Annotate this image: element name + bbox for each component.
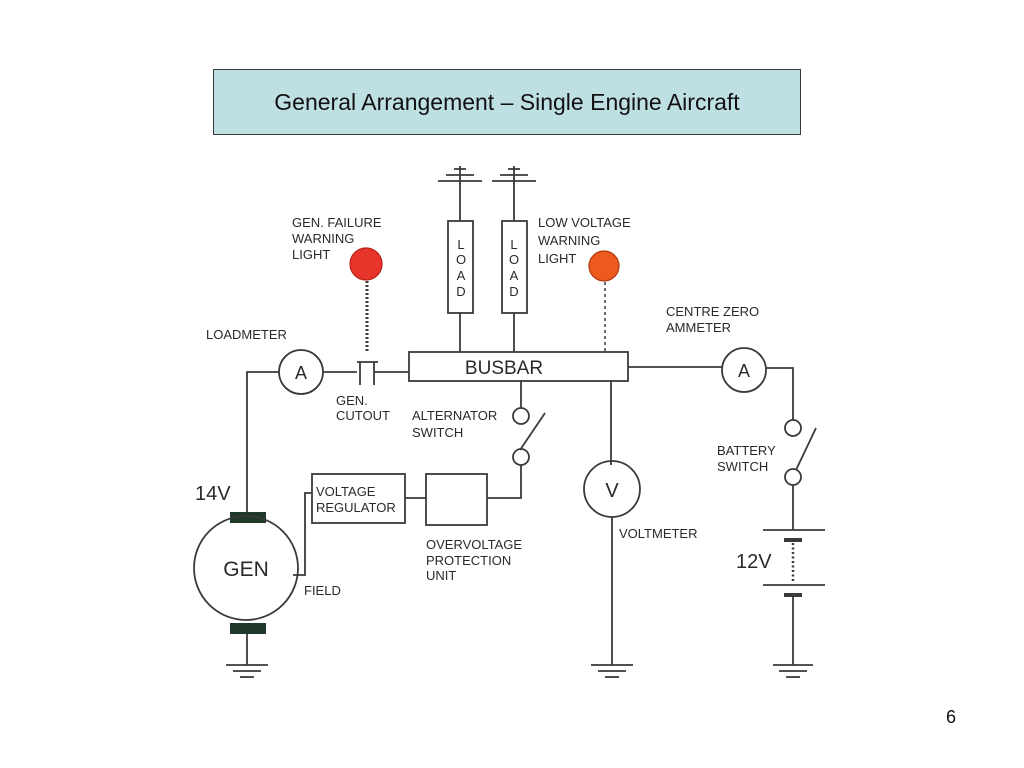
centre-zero-ammeter-label: CENTRE ZERO AMMETER <box>666 304 759 335</box>
gen-positive-terminal <box>230 512 266 523</box>
load-1-letter-d: D <box>456 284 465 299</box>
battery-12v <box>763 529 825 597</box>
load-2-earth-symbol <box>492 166 536 182</box>
title-box: General Arrangement – Single Engine Airc… <box>213 69 801 135</box>
gen-failure-warning-light-label: GEN. FAILURE WARNING LIGHT <box>292 215 382 262</box>
load-1-letter-l: L <box>457 237 464 252</box>
ovp-label-line3: UNIT <box>426 568 456 583</box>
regulator-label-line2: REGULATOR <box>316 500 396 515</box>
load-2-box <box>501 220 528 314</box>
gen-failure-label-line3: LIGHT <box>292 247 330 262</box>
field-label: FIELD <box>304 583 341 598</box>
slide-title: General Arrangement – Single Engine Airc… <box>274 88 740 115</box>
regulator-label-line1: VOLTAGE <box>316 484 376 499</box>
battery-12v-label: 12V <box>736 551 772 573</box>
load-2-letter-l: L <box>510 237 517 252</box>
gen-negative-terminal <box>230 623 266 634</box>
voltmeter-earth-symbol <box>591 664 633 678</box>
overvoltage-protection-unit-label: OVERVOLTAGE PROTECTION UNIT <box>426 537 522 583</box>
battery-switch-label: BATTERY SWITCH <box>717 443 776 474</box>
page-number: 6 <box>946 707 957 727</box>
wire-loadmeter-to-gen <box>246 371 279 514</box>
gen-earth-symbol <box>226 664 268 678</box>
load-1-label: L O A D <box>456 237 466 299</box>
ovp-label-line2: PROTECTION <box>426 553 511 568</box>
voltmeter-symbol: V <box>605 480 619 502</box>
low-voltage-label-line1: LOW VOLTAGE <box>538 215 631 230</box>
alternator-switch-lever <box>519 412 546 451</box>
load-2-letter-a: A <box>510 268 519 283</box>
low-voltage-warning-light <box>588 250 620 282</box>
load-2-letter-d: D <box>509 284 518 299</box>
generator-label: GEN <box>223 558 269 581</box>
gen-failure-label-line1: GEN. FAILURE <box>292 215 382 230</box>
gen-cutout-label-line2: CUTOUT <box>336 408 390 423</box>
busbar-label: BUSBAR <box>465 358 543 379</box>
low-voltage-label-line2: WARNING <box>538 233 600 248</box>
ammeter-label-line1: CENTRE ZERO <box>666 304 759 319</box>
load-2-letter-o: O <box>509 252 519 267</box>
loadmeter-symbol: A <box>295 363 307 383</box>
ovp-label-line1: OVERVOLTAGE <box>426 537 522 552</box>
battery-earth-symbol <box>773 664 813 678</box>
voltage-regulator <box>311 473 406 524</box>
alternator-switch-label: ALTERNATOR SWITCH <box>412 408 497 440</box>
alternator-switch-bottom-terminal <box>512 448 530 466</box>
battery-switch-label-line2: SWITCH <box>717 459 768 474</box>
overvoltage-protection-unit <box>425 473 488 526</box>
gen-cutout-label: GEN. CUTOUT <box>336 393 390 423</box>
gen-14v-label: 14V <box>195 483 231 505</box>
low-voltage-label-line3: LIGHT <box>538 251 576 266</box>
gen-failure-warning-light <box>349 247 383 281</box>
wire-ammeter-to-battery-switch <box>766 367 794 420</box>
load-1-letter-a: A <box>457 268 466 283</box>
battery-switch-top-terminal <box>784 419 802 437</box>
voltmeter-label: VOLTMETER <box>619 526 698 541</box>
ammeter-label-line2: AMMETER <box>666 320 731 335</box>
ammeter-symbol: A <box>738 361 750 381</box>
wire-regulator-to-field <box>293 492 312 576</box>
gen-cutout-label-line1: GEN. <box>336 393 368 408</box>
voltage-regulator-label: VOLTAGE REGULATOR <box>316 484 396 515</box>
generator <box>193 515 299 621</box>
battery-switch-lever <box>795 427 817 471</box>
load-2-label: L O A D <box>509 237 519 299</box>
load-1-letter-o: O <box>456 252 466 267</box>
gen-failure-label-line2: WARNING <box>292 231 354 246</box>
battery-switch-bottom-terminal <box>784 468 802 486</box>
loadmeter-label: LOADMETER <box>206 327 287 342</box>
battery-switch-label-line1: BATTERY <box>717 443 776 458</box>
wire-switch-to-ovp <box>487 465 522 499</box>
alternator-switch-top-terminal <box>512 407 530 425</box>
centre-zero-ammeter <box>721 347 767 393</box>
alternator-switch-label-line1: ALTERNATOR <box>412 408 497 423</box>
load-1-box <box>447 220 474 314</box>
load-1-earth-symbol <box>438 166 482 182</box>
low-voltage-warning-light-label: LOW VOLTAGE WARNING LIGHT <box>538 215 631 266</box>
alternator-switch-label-line2: SWITCH <box>412 425 463 440</box>
